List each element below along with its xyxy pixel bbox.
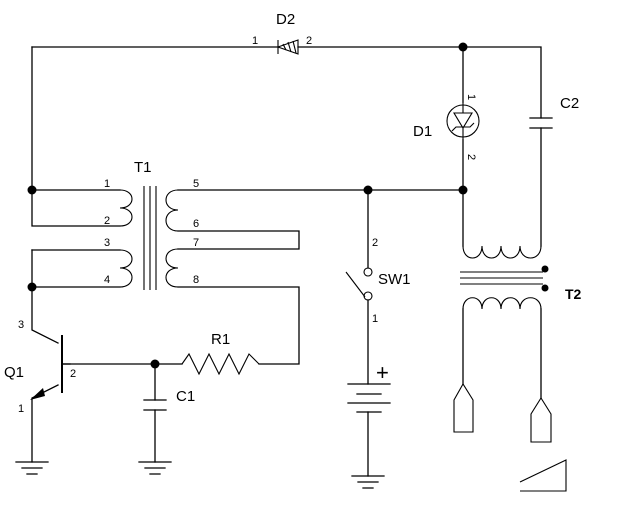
t2-dot-secondary bbox=[541, 284, 549, 292]
zener-d1-pin-1: 1 bbox=[465, 94, 477, 100]
diode-d2: D2 1 2 bbox=[252, 11, 312, 55]
diode-d2-label: D2 bbox=[276, 11, 295, 28]
t1-pin-4: 4 bbox=[104, 274, 110, 286]
t2-dot-primary bbox=[541, 265, 549, 273]
t1-pin-8: 8 bbox=[193, 274, 199, 286]
switch-sw1-pin-2: 2 bbox=[372, 237, 378, 249]
capacitor-c1: C1 bbox=[143, 388, 195, 411]
t1-pin-6: 6 bbox=[193, 218, 199, 230]
zener-d1: D1 1 2 bbox=[413, 94, 480, 160]
diode-d2-pin-1: 1 bbox=[252, 35, 258, 47]
t1-winding-7-8 bbox=[165, 248, 179, 288]
t2-output-terminal-right bbox=[530, 396, 552, 443]
transistor-q1-pin-1: 1 bbox=[18, 403, 24, 415]
battery-plus-sign: + bbox=[376, 360, 389, 385]
spark-icon bbox=[519, 459, 567, 492]
junction-dot bbox=[150, 359, 160, 369]
junction-dot bbox=[27, 185, 37, 195]
ground-q1 bbox=[15, 461, 49, 475]
junction-dot bbox=[458, 42, 468, 52]
t1-winding-1-2 bbox=[119, 189, 133, 227]
transistor-q1-pin-2: 2 bbox=[70, 368, 76, 380]
resistor-r1-label: R1 bbox=[211, 331, 230, 348]
capacitor-c2-label: C2 bbox=[560, 95, 579, 112]
zener-d1-pin-2: 2 bbox=[465, 154, 477, 160]
t1-pin-5: 5 bbox=[193, 178, 199, 190]
zener-d1-label: D1 bbox=[413, 123, 432, 140]
junctions bbox=[27, 42, 468, 369]
t1-pin-3: 3 bbox=[104, 237, 110, 249]
transformer-t1: T1 1 2 3 4 5 6 7 8 bbox=[104, 159, 199, 290]
capacitor-c1-label: C1 bbox=[176, 388, 195, 405]
junction-dot bbox=[458, 185, 468, 195]
t1-pin-1: 1 bbox=[104, 178, 110, 190]
t2-secondary-winding bbox=[462, 297, 542, 310]
junction-dot bbox=[27, 282, 37, 292]
t1-pin-7: 7 bbox=[193, 237, 199, 249]
resistor-r1: R1 bbox=[181, 331, 260, 376]
switch-sw1: SW1 2 1 bbox=[345, 237, 411, 325]
diode-d2-pin-2: 2 bbox=[306, 35, 312, 47]
transformer-t2-label: T2 bbox=[565, 286, 582, 302]
t2-primary-winding bbox=[462, 245, 542, 259]
transformer-t1-label: T1 bbox=[134, 159, 152, 176]
switch-sw1-label: SW1 bbox=[378, 271, 411, 288]
battery: + bbox=[347, 360, 391, 413]
t2-output-terminal-left bbox=[453, 382, 474, 433]
wires bbox=[31, 46, 542, 477]
ground-battery bbox=[351, 475, 385, 489]
junction-dot bbox=[363, 185, 373, 195]
transformer-t2: T2 bbox=[453, 245, 582, 492]
ground-c1 bbox=[138, 461, 172, 475]
transistor-q1-label: Q1 bbox=[4, 364, 24, 381]
t1-winding-3-4 bbox=[119, 249, 133, 288]
transistor-q1: Q1 3 2 1 bbox=[4, 319, 76, 415]
transistor-q1-pin-3: 3 bbox=[18, 319, 24, 331]
t1-winding-5-6 bbox=[165, 189, 179, 232]
t1-pin-2: 2 bbox=[104, 215, 110, 227]
switch-sw1-pin-1: 1 bbox=[372, 313, 378, 325]
capacitor-c2: C2 bbox=[529, 95, 579, 129]
